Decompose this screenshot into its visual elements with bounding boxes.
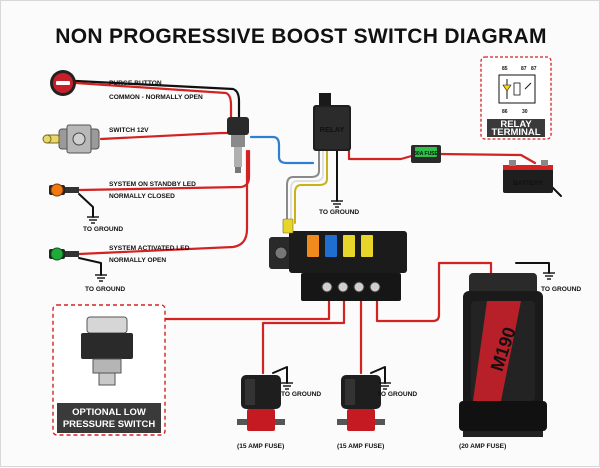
purge-button	[50, 70, 76, 96]
standby-led	[49, 183, 79, 197]
ring-terminal	[282, 218, 294, 234]
purge-button-label: PURGE BUTTON	[109, 80, 162, 87]
diode-icon	[502, 84, 512, 92]
relay-pin-87: 87	[521, 66, 527, 72]
compressor-pump	[459, 273, 547, 437]
relay-to-ground-label: TO GROUND	[319, 209, 359, 216]
battery-label: BATTERY	[513, 180, 544, 187]
switch-12v-label: SWITCH 12V	[109, 127, 149, 134]
compressor-ground-wire	[515, 262, 550, 274]
ignition-switch	[42, 124, 100, 154]
fuse-yellow-2	[361, 235, 373, 257]
fuse-block	[269, 218, 407, 301]
solenoid-1-to-ground-label: TO GROUND	[281, 391, 321, 398]
solenoid-1-ground-wire	[272, 366, 288, 384]
solenoid-valve-2	[337, 375, 385, 431]
ground-symbol	[281, 382, 293, 390]
fuse-30a-label: 30A FUSE	[414, 151, 438, 157]
normally-closed-label: NORMALLY CLOSED	[109, 193, 175, 200]
activated-led-label: SYSTEM ACTIVATED LED	[109, 245, 190, 252]
compressor-fuse-label: (20 AMP FUSE)	[459, 443, 506, 450]
fuse-blue	[325, 235, 337, 257]
fuse-yellow-1	[343, 235, 355, 257]
fuse-to-battery-wire	[437, 152, 537, 165]
solenoid-valve-1	[237, 375, 285, 431]
switch-contact-icon	[524, 82, 532, 90]
relay	[313, 93, 351, 151]
solenoid-2-to-ground-label: TO GROUND	[377, 391, 417, 398]
common-normally-open-label: COMMON - NORMALLY OPEN	[109, 94, 203, 101]
purge-common-wire	[74, 79, 241, 123]
relay-signal-wire	[249, 135, 315, 165]
solenoid-2-fuse-label: (15 AMP FUSE)	[337, 443, 384, 450]
relay-pin-85: 85	[502, 66, 508, 72]
activated-ground-wire	[78, 257, 102, 276]
ground-symbol	[95, 274, 107, 282]
fuse-orange	[307, 235, 319, 257]
solenoid-1-wire	[261, 299, 346, 375]
relay-to-fuse-wire	[347, 149, 417, 161]
optional-low-pressure-switch	[52, 304, 166, 436]
normally-open-label: NORMALLY OPEN	[109, 257, 166, 264]
compressor-wire	[375, 261, 493, 323]
ground-symbol	[331, 200, 343, 208]
optional-label-2: PRESSURE SWITCH	[63, 419, 156, 430]
purge-no-wire	[74, 81, 233, 123]
standby-to-ground-label: TO GROUND	[83, 226, 123, 233]
relay-terminal-label-1: RELAY	[500, 119, 532, 130]
relay-pin-30: 30	[522, 109, 528, 115]
standby-ground-wire	[78, 193, 94, 218]
ground-symbol	[87, 216, 99, 224]
fuse-30a	[411, 145, 441, 163]
activated-led-wire	[77, 149, 249, 256]
optional-label-1: OPTIONAL LOW	[72, 407, 146, 418]
compressor-to-ground-label: TO GROUND	[541, 286, 581, 293]
coil-icon	[513, 82, 521, 96]
ground-symbol	[543, 272, 555, 280]
switch-12v-wire	[99, 131, 231, 141]
solenoid-2-ground-wire	[370, 366, 386, 384]
relay-pin-87b: 87	[531, 66, 537, 72]
relay-label: RELAY	[320, 125, 345, 134]
relay-feed-wire-grey	[286, 150, 320, 224]
standby-led-label: SYSTEM ON STANDBY LED	[109, 181, 196, 188]
solenoid-1-fuse-label: (15 AMP FUSE)	[237, 443, 284, 450]
page-title: NON PROGRESSIVE BOOST SWITCH DIAGRAM	[55, 25, 547, 48]
battery	[503, 160, 553, 193]
ground-symbol	[379, 382, 391, 390]
relay-terminal-label-2: TERMINAL	[491, 127, 540, 138]
relay-feed-wire-yellow	[294, 150, 328, 224]
relay-pin-86: 86	[502, 109, 508, 115]
boost-pressure-switch	[227, 117, 249, 173]
activated-to-ground-label: TO GROUND	[85, 286, 125, 293]
activated-led	[49, 247, 79, 261]
relay-feed-wire-white	[290, 150, 324, 224]
relay-terminal-inset	[480, 56, 552, 140]
